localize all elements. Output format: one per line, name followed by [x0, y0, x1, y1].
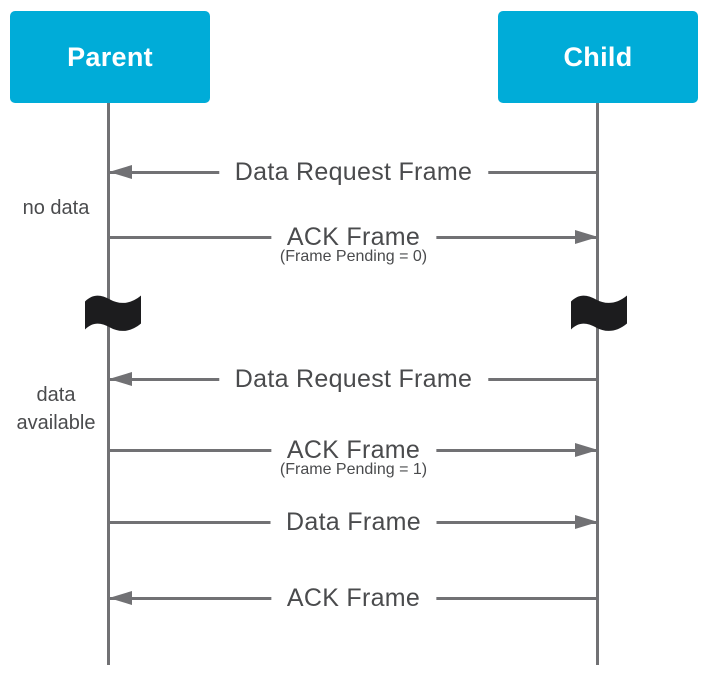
node-child-label: Child [563, 41, 633, 72]
arrowhead-left-icon [109, 590, 132, 605]
node-parent-label: Parent [67, 41, 153, 72]
message-label: ACK Frame [270, 222, 437, 252]
node-parent: Parent [10, 11, 210, 103]
message-label: Data Request Frame [218, 157, 489, 187]
flag-icon [85, 292, 141, 333]
side-label-no-data: no data [22, 197, 90, 219]
node-child: Child [498, 11, 698, 103]
message-sublabel: (Frame Pending = 1) [273, 461, 434, 479]
arrowhead-left-icon [109, 164, 132, 179]
arrowhead-right-icon [575, 229, 598, 244]
message-label: Data Request Frame [218, 364, 489, 394]
arrowhead-right-icon [575, 442, 598, 457]
lifeline-child [596, 103, 599, 665]
message-sublabel: (Frame Pending = 0) [273, 248, 434, 266]
message-label: ACK Frame [270, 435, 437, 465]
message-label: Data Frame [270, 507, 437, 537]
arrowhead-left-icon [109, 371, 132, 386]
lifeline-parent [107, 103, 110, 665]
arrowhead-right-icon [575, 514, 598, 529]
side-label-data-available: data available [16, 384, 96, 434]
message-label: ACK Frame [270, 583, 437, 613]
flag-icon [571, 292, 627, 333]
